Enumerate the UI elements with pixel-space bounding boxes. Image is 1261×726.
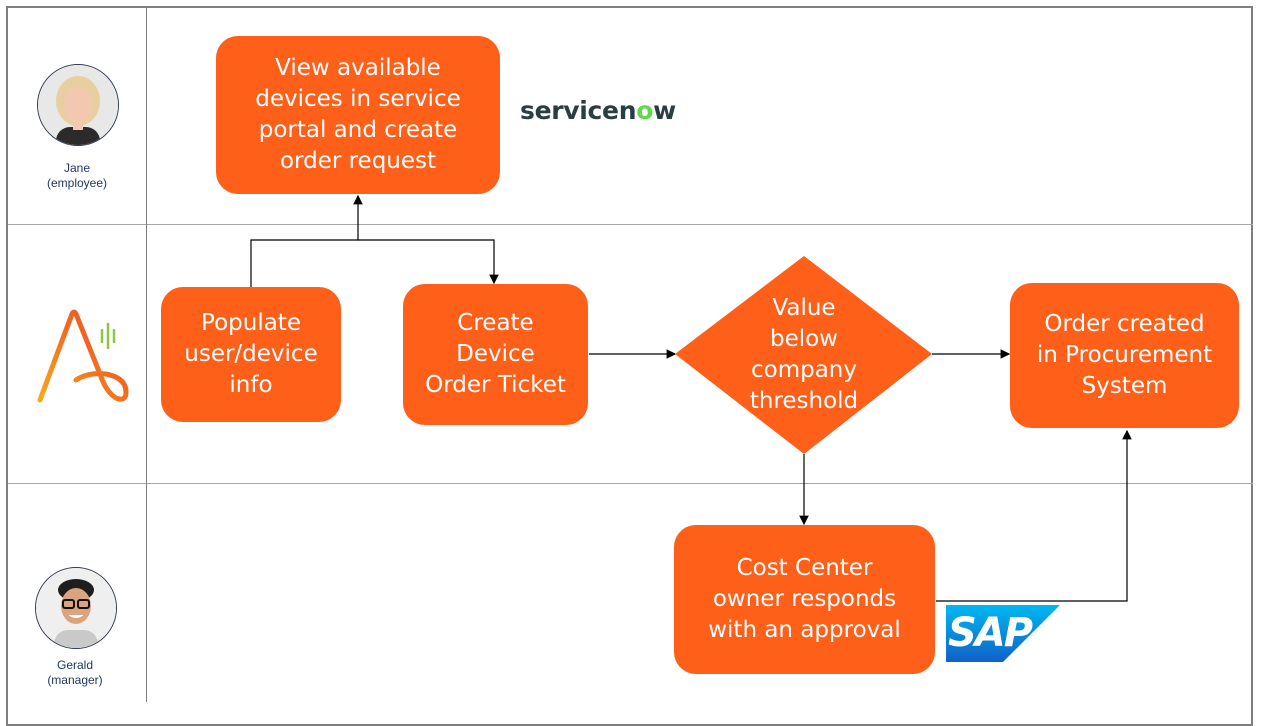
servicenow-logo: servicenow — [520, 96, 676, 125]
gerald-name: Gerald — [56, 658, 94, 672]
jane-label: Jane (employee) — [22, 161, 132, 191]
step-create-ticket[interactable]: Create Device Order Ticket — [403, 284, 588, 425]
lane-divider-bottom — [8, 483, 1253, 484]
gerald-label: Gerald (manager) — [20, 658, 130, 688]
jane-role: (employee) — [46, 176, 108, 190]
servicenow-text: servicen — [520, 96, 637, 125]
servicenow-text-end: w — [653, 96, 676, 125]
step-approval[interactable]: Cost Center owner responds with an appro… — [674, 525, 935, 674]
decision-diamond — [675, 256, 932, 454]
flow-connectors — [250, 194, 1132, 602]
lane-header-divider — [146, 8, 147, 702]
gerald-avatar — [35, 567, 117, 649]
jane-name: Jane — [63, 161, 91, 175]
sap-logo: SAP — [946, 605, 1060, 662]
jane-avatar — [37, 64, 119, 146]
connector-approval-to-order — [936, 429, 1132, 602]
gerald-role: (manager) — [47, 673, 103, 687]
lane-divider-top — [8, 224, 1253, 225]
decision-label: Value below company threshold — [749, 295, 859, 414]
servicenow-o: o — [636, 96, 654, 125]
step-order-created[interactable]: Order created in Procurement System — [1010, 283, 1239, 428]
connector-populate-to-view — [250, 194, 363, 287]
connector-branch-to-create — [358, 239, 499, 285]
sap-text: SAP — [948, 610, 1033, 656]
step-populate-info[interactable]: Populate user/device info — [161, 287, 341, 422]
step-view-devices[interactable]: View available devices in service portal… — [216, 36, 500, 194]
automation-logo-icon — [36, 308, 132, 408]
